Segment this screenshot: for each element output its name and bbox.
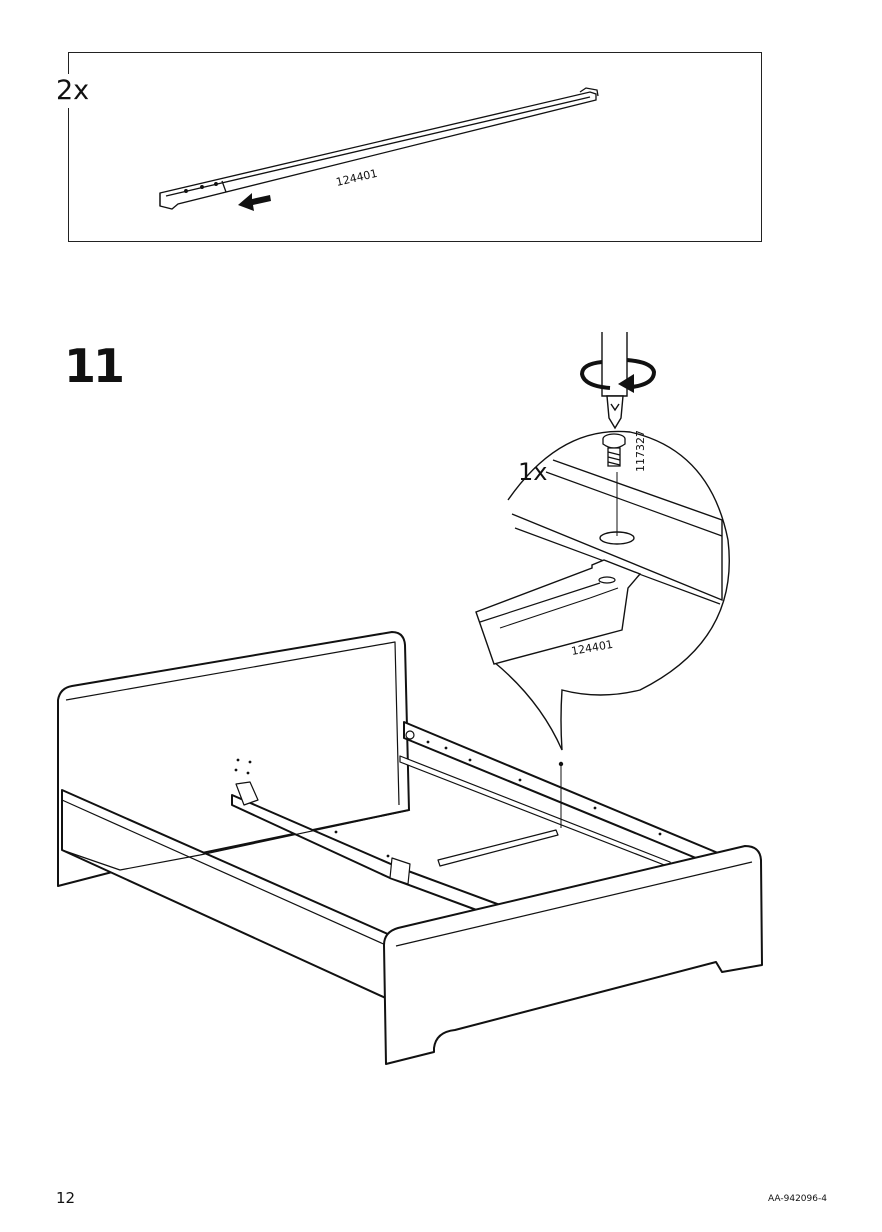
parts-box	[68, 52, 762, 242]
fitting-holes	[234, 730, 662, 858]
screw-part-number: 117327	[634, 430, 647, 472]
parts-quantity: 2x	[54, 74, 92, 108]
screwdriver-icon	[601, 332, 628, 430]
bed-frame-illustration	[57, 631, 763, 1065]
parts-box-part-number: 124401	[335, 167, 379, 189]
rail-part-illustration	[159, 87, 599, 210]
detail-callout	[475, 430, 730, 751]
screw-quantity: 1x	[518, 458, 547, 486]
step-number: 11	[64, 339, 125, 393]
page-number: 12	[56, 1189, 76, 1207]
document-code: AA-942096-4	[768, 1194, 827, 1204]
direction-arrow-icon	[238, 193, 271, 211]
screw-icon	[602, 433, 626, 467]
rotation-arrow-icon	[579, 358, 657, 393]
